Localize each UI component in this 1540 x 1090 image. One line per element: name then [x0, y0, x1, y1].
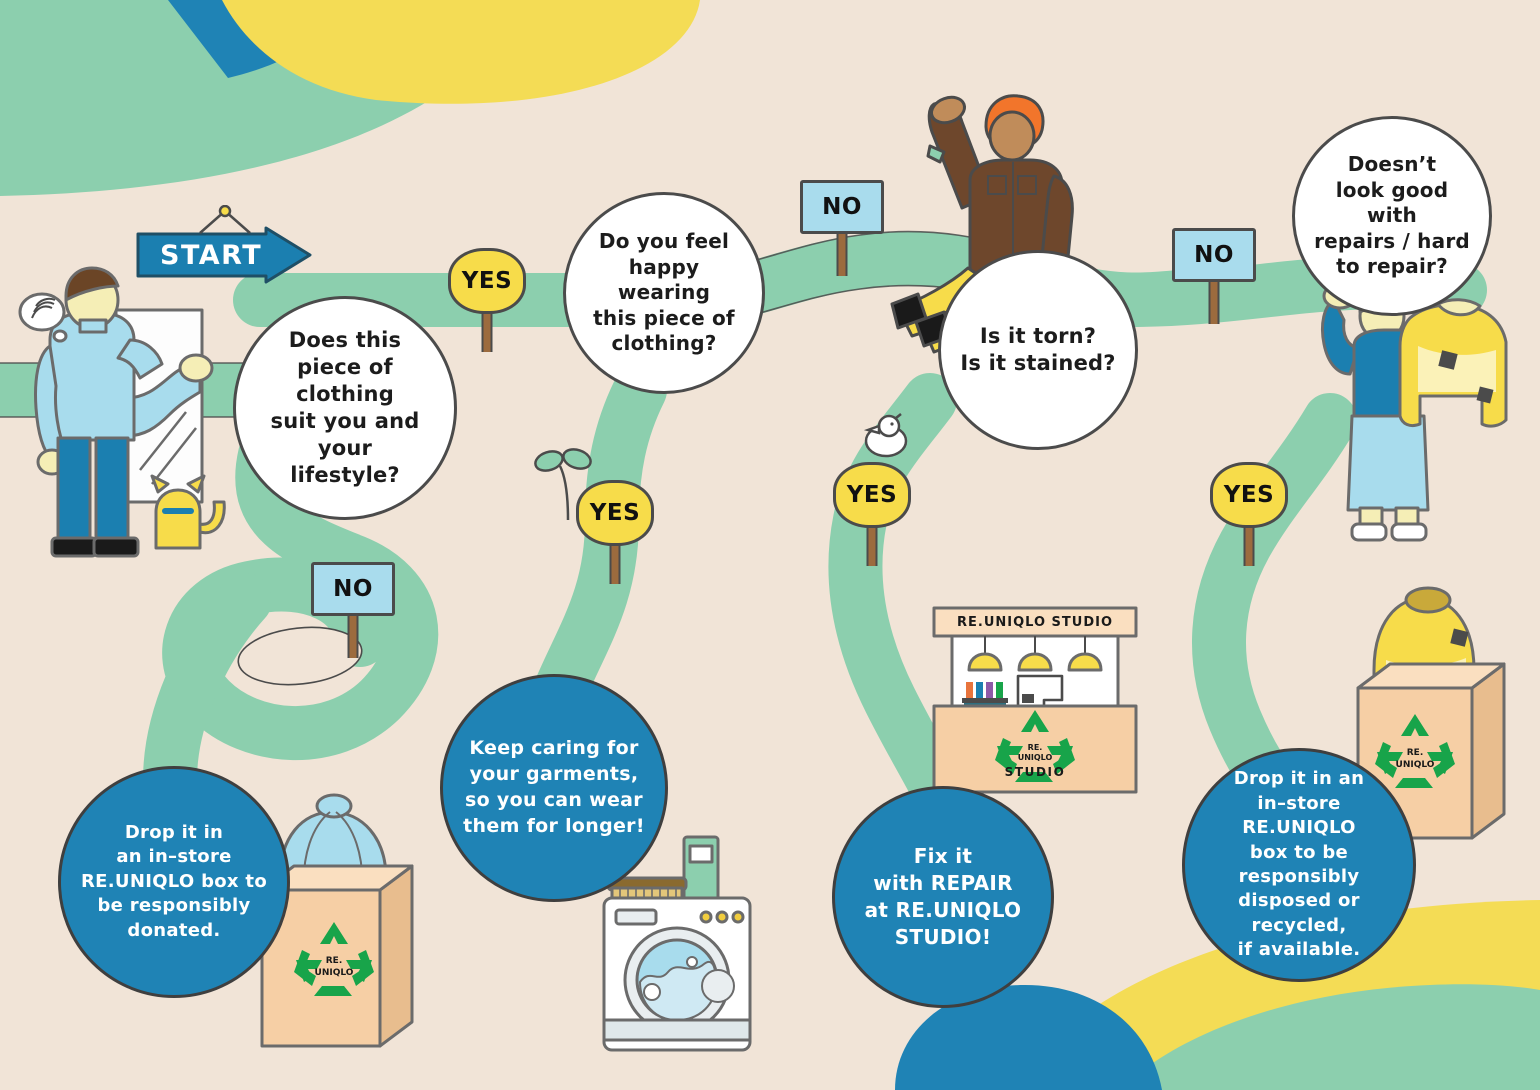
- washing-machine-illustration: [602, 835, 752, 1052]
- path-segment-to-outcome3: [828, 373, 975, 837]
- sign-yes-4-post: [1243, 522, 1255, 566]
- sign-yes-2-post: [609, 540, 621, 584]
- outcome-bubble-recycle[interactable]: Drop it in an in–store RE.UNIQLO box to …: [1182, 748, 1416, 982]
- path-segment-to-outcome1: [143, 573, 272, 807]
- outcome-bubble-keep-caring[interactable]: Keep caring for your garments, so you ca…: [440, 674, 668, 902]
- sign-yes-3-plate: YES: [833, 462, 911, 528]
- sign-no-3-post: [1208, 278, 1220, 324]
- outcome-text-4: Drop it in an in–store RE.UNIQLO box to …: [1233, 768, 1365, 961]
- sign-no-1[interactable]: NO: [311, 562, 395, 658]
- sign-no-2-plate: NO: [800, 180, 884, 234]
- sign-yes-2[interactable]: YES: [576, 480, 654, 584]
- sprout-icon: [534, 448, 592, 521]
- cat-illustration: [150, 474, 226, 550]
- corner-shape-blue-bottom: [895, 985, 1162, 1090]
- person-holding-jacket-illustration: [1320, 282, 1508, 542]
- path-loop-hole: [237, 626, 363, 686]
- start-label: START: [160, 240, 263, 271]
- question-text-4: Doesn’t look good with repairs / hard to…: [1314, 152, 1470, 279]
- sign-yes-4[interactable]: YES: [1210, 462, 1288, 566]
- sign-no-3-plate: NO: [1172, 228, 1256, 282]
- outcome-text-1: Drop it in an in–store RE.UNIQLO box to …: [81, 821, 267, 941]
- sign-yes-3[interactable]: YES: [833, 462, 911, 566]
- recycle-box-logo-uniqlo: UNIQLO: [1396, 760, 1435, 770]
- corner-shape-green-bottomright: [1120, 984, 1540, 1090]
- corner-shape-yellow-top: [222, 0, 700, 104]
- start-sign-hanger: [199, 205, 251, 234]
- studio-booth-illustration: RE. UNIQLO: [932, 606, 1138, 794]
- sign-yes-1-post: [481, 308, 493, 352]
- question-text-1: Does this piece of clothing suit you and…: [270, 328, 420, 487]
- sign-yes-1-plate: YES: [448, 248, 526, 314]
- question-bubble-hard-to-repair[interactable]: Doesn’t look good with repairs / hard to…: [1292, 116, 1492, 316]
- outcome-bubble-repair[interactable]: Fix it with REPAIR at RE.UNIQLO STUDIO!: [832, 786, 1054, 1008]
- donate-box-logo-uniqlo: UNIQLO: [315, 968, 354, 978]
- question-bubble-torn-stained[interactable]: Is it torn? Is it stained?: [938, 250, 1138, 450]
- donate-box-logo-re: RE.: [326, 956, 343, 966]
- sign-yes-1[interactable]: YES: [448, 248, 526, 352]
- outcome-bubble-donate[interactable]: Drop it in an in–store RE.UNIQLO box to …: [58, 766, 290, 998]
- recycle-logo-icon-2: [1375, 714, 1455, 788]
- studio-logo-re: RE.: [1028, 743, 1043, 752]
- outcome-text-2: Keep caring for your garments, so you ca…: [463, 737, 645, 837]
- sign-no-2[interactable]: NO: [800, 180, 884, 276]
- sign-yes-3-post: [866, 522, 878, 566]
- studio-recycle-logo-icon: [995, 710, 1075, 782]
- sign-no-1-plate: NO: [311, 562, 395, 616]
- recycle-logo-icon: [294, 922, 374, 996]
- recycle-box-logo-re: RE.: [1407, 748, 1424, 758]
- question-text-2: Do you feel happy wearing this piece of …: [593, 229, 735, 356]
- question-bubble-suit-lifestyle[interactable]: Does this piece of clothing suit you and…: [233, 296, 457, 520]
- sign-no-3[interactable]: NO: [1172, 228, 1256, 324]
- studio-logo-uniqlo: UNIQLO: [1018, 753, 1053, 762]
- sign-yes-4-plate: YES: [1210, 462, 1288, 528]
- donate-box-illustration: RE. UNIQLO: [260, 793, 414, 1048]
- sign-yes-2-plate: YES: [576, 480, 654, 546]
- sign-no-1-post: [347, 612, 359, 658]
- question-bubble-happy-wearing[interactable]: Do you feel happy wearing this piece of …: [563, 192, 765, 394]
- question-text-3: Is it torn? Is it stained?: [960, 324, 1116, 375]
- start-arrow-sign: START: [136, 226, 312, 284]
- outcome-text-3: Fix it with REPAIR at RE.UNIQLO STUDIO!: [864, 843, 1022, 950]
- bird-icon: [863, 413, 908, 458]
- sign-no-2-post: [836, 230, 848, 276]
- studio-counter-label: STUDIO: [1004, 765, 1066, 779]
- start-arrow-shape: [136, 226, 312, 284]
- studio-sign-label: RE.UNIQLO STUDIO: [956, 614, 1114, 630]
- person-at-mirror-illustration: [18, 266, 226, 558]
